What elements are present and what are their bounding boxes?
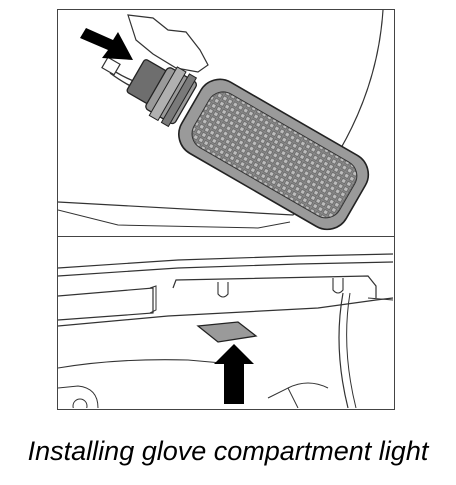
push-arrow-icon	[80, 28, 133, 60]
trim-curve	[58, 359, 234, 369]
installation-illustration	[57, 9, 395, 410]
connector-plug	[126, 59, 198, 128]
panel-divider	[58, 236, 394, 237]
wire-terminal	[101, 56, 121, 76]
clip-left	[217, 282, 229, 298]
dash-lower-edge	[58, 297, 393, 327]
cloth-wrap	[127, 14, 209, 73]
push-arrow-icon	[214, 344, 254, 404]
glovebox-housing	[172, 275, 377, 298]
left-slot-edge	[149, 285, 157, 314]
cable-shadow	[346, 292, 357, 408]
body-panel-edge	[58, 209, 291, 229]
dashboard-drawing	[58, 253, 393, 408]
dashboard-underside-panel	[58, 238, 394, 408]
fastener	[72, 398, 88, 408]
trim-lower-left	[58, 385, 99, 408]
panel-curve	[287, 382, 329, 389]
figure-caption: Installing glove compartment light	[27, 436, 429, 466]
lamp-closeup-drawing	[58, 10, 384, 231]
lamp-unit	[178, 78, 370, 231]
bracket	[367, 297, 393, 301]
dash-rail-2	[58, 261, 393, 277]
cable	[338, 292, 349, 408]
panel-corner	[267, 387, 299, 408]
left-slot	[58, 287, 154, 321]
lamp-closeup-panel	[58, 10, 394, 236]
installed-lamp	[196, 321, 258, 343]
dash-rail-1	[58, 253, 393, 269]
clip-right	[332, 278, 344, 294]
